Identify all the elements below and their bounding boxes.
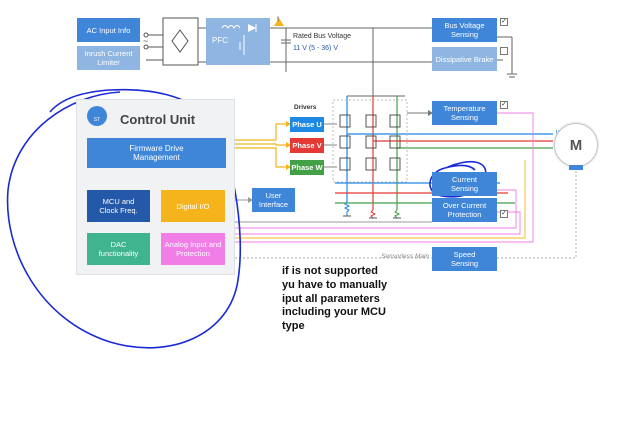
- ac-input-info-label: AC Input Info: [86, 25, 131, 35]
- dac-functionality-block[interactable]: DAC functionality: [87, 233, 150, 265]
- bus-voltage-checkbox[interactable]: ✓: [500, 18, 508, 26]
- transistor-switches: [339, 114, 401, 171]
- dissipative-brake-checkbox[interactable]: [500, 47, 508, 55]
- firmware-drive-management-block[interactable]: Firmware Drive Management: [87, 138, 226, 168]
- firmware-drive-management-label: Firmware Drive Management: [129, 144, 184, 162]
- inrush-current-limiter-block[interactable]: Inrush Current Limiter: [77, 46, 140, 70]
- digital-io-block[interactable]: Digital I/O: [161, 190, 225, 222]
- st-logo: ST: [87, 106, 107, 126]
- analog-input-protection-label: Analog Input and Protection: [164, 240, 222, 258]
- temperature-checkbox[interactable]: ✓: [500, 101, 508, 109]
- mcu-clock-block[interactable]: MCU and Clock Freq.: [87, 190, 150, 222]
- ac-input-terminals: [143, 32, 163, 50]
- dissipative-brake-label: Dissipative Brake: [435, 54, 494, 64]
- current-sensing-label: Current Sensing: [450, 175, 479, 193]
- dissipative-brake-block[interactable]: Dissipative Brake: [432, 47, 497, 71]
- warning-mark: !: [277, 17, 279, 23]
- user-interface-label: User Interface: [258, 191, 289, 209]
- control-unit-title: Control Unit: [120, 112, 196, 127]
- drivers-label: Drivers: [294, 104, 317, 111]
- phase-u-button[interactable]: Phase U: [290, 117, 324, 132]
- digital-io-label: Digital I/O: [176, 201, 210, 211]
- annotation-note: if is not supported yu have to manually …: [282, 265, 388, 333]
- current-sensing-block[interactable]: Current Sensing: [432, 172, 497, 196]
- temperature-sensing-label: Temperature Sensing: [443, 104, 486, 122]
- bus-voltage-sensing-block[interactable]: Bus Voltage Sensing: [432, 18, 497, 42]
- over-current-protection-label: Over Current Protection: [442, 201, 487, 219]
- phase-w-button[interactable]: Phase W: [290, 160, 324, 175]
- bus-rails: [198, 27, 517, 97]
- warning-icon: [274, 18, 284, 26]
- feedback-lines: [226, 110, 577, 259]
- over-current-protection-block[interactable]: Over Current Protection: [432, 198, 497, 222]
- dac-functionality-label: DAC functionality: [98, 240, 139, 258]
- control-to-driver-lines: [226, 121, 291, 170]
- mcu-clock-label: MCU and Clock Freq.: [99, 197, 138, 215]
- shunt-resistors: [343, 201, 401, 219]
- temperature-sensing-block[interactable]: Temperature Sensing: [432, 101, 497, 125]
- motor-label: M: [569, 136, 583, 154]
- ac-source-symbol: ~: [143, 36, 148, 46]
- inrush-current-limiter-label: Inrush Current Limiter: [84, 49, 133, 67]
- rated-bus-voltage-range[interactable]: 11 V (5 - 36) V: [293, 45, 339, 52]
- user-interface-block[interactable]: User Interface: [252, 188, 295, 212]
- sensorless-main-label: Sensorless Main: [381, 253, 430, 260]
- inverter-bridge: [332, 99, 408, 183]
- motor-base: [569, 165, 583, 170]
- bridge-rectifier: [162, 17, 199, 66]
- speed-sensing-block[interactable]: Speed Sensing: [432, 247, 497, 271]
- analog-input-protection-block[interactable]: Analog Input and Protection: [161, 233, 225, 265]
- phase-v-button[interactable]: Phase V: [290, 138, 324, 153]
- over-current-checkbox[interactable]: ✓: [500, 210, 508, 218]
- bus-voltage-sensing-label: Bus Voltage Sensing: [444, 21, 485, 39]
- pfc-graphic: [206, 18, 270, 65]
- ac-input-info-block[interactable]: AC Input Info: [77, 18, 140, 42]
- pfc-label[interactable]: PFC: [212, 36, 228, 45]
- rated-bus-voltage-label: Rated Bus Voltage: [293, 33, 351, 40]
- motor-symbol[interactable]: M: [554, 123, 598, 167]
- speed-sensing-label: Speed Sensing: [450, 250, 479, 268]
